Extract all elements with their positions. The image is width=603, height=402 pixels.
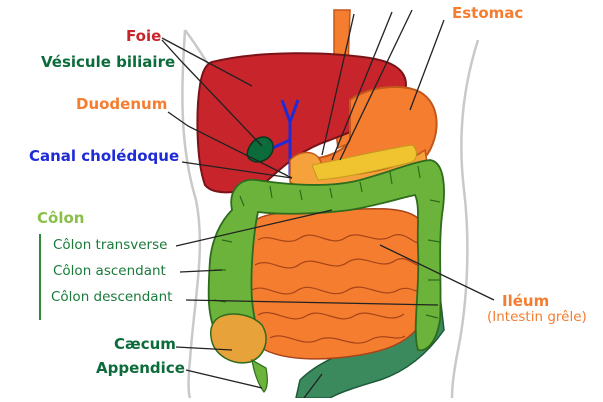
label-estomac: Estomac (452, 6, 523, 21)
label-caecum: Cæcum (114, 337, 176, 352)
label-colon: Côlon (37, 211, 84, 226)
body-outline-left (182, 30, 199, 398)
label-foie: Foie (126, 29, 161, 44)
label-vesicule-biliaire: Vésicule biliaire (41, 55, 175, 70)
label-colon-ascendant: Côlon ascendant (53, 265, 166, 279)
body-outline-right (452, 40, 478, 398)
label-ileum-sub: (Intestin grêle) (487, 311, 587, 325)
label-duodenum: Duodenum (76, 97, 167, 112)
label-colon-descendant: Côlon descendant (51, 291, 172, 305)
small-intestine (242, 209, 430, 359)
cecum (211, 314, 266, 363)
label-ileum: Iléum (502, 294, 549, 309)
label-appendice: Appendice (96, 361, 185, 376)
label-colon-transverse: Côlon transverse (53, 239, 167, 253)
label-canal-choledoque: Canal cholédoque (29, 149, 179, 164)
